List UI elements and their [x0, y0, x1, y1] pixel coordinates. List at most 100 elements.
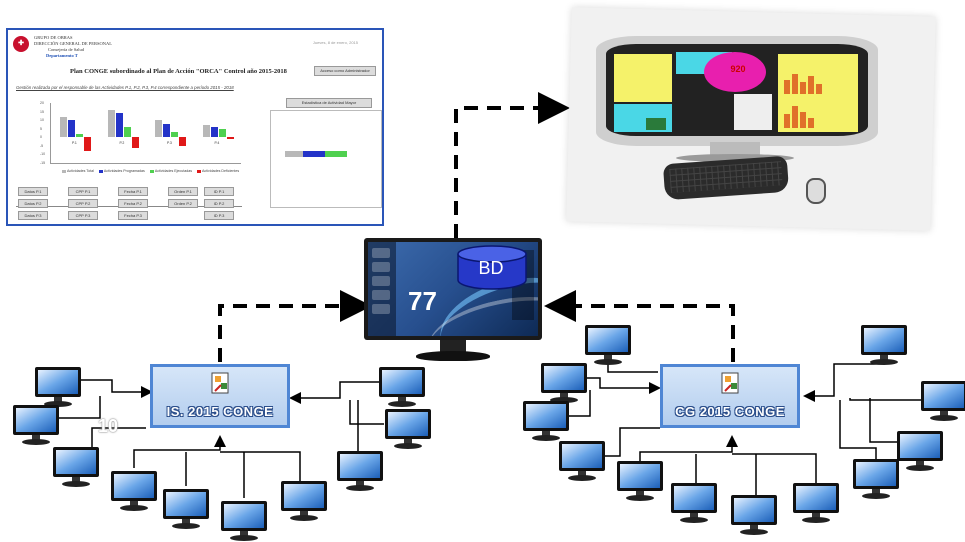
report-date: Jueves, 8 de enero, 2015	[312, 40, 358, 45]
desktop-computer-icon	[731, 495, 777, 535]
report-action-button[interactable]: CPP P.2	[68, 199, 98, 208]
application-icon	[211, 372, 229, 394]
desktop-computer-icon	[921, 381, 965, 421]
y-tick-label: 10	[40, 118, 44, 123]
org-line-3: Consejería de Salud	[48, 47, 84, 52]
database-icon	[457, 245, 527, 290]
chart-bar	[107, 109, 115, 138]
dashed-link-left-to-server	[218, 290, 372, 362]
chart-bar	[84, 137, 91, 151]
report-action-button[interactable]: ID P.1	[204, 187, 234, 196]
report-action-button[interactable]: CPP P.3	[68, 211, 98, 220]
organization-logo: ✚	[13, 36, 29, 52]
legend-ejecutadas: Actividades Ejecutadas	[154, 169, 193, 173]
y-tick-label: 5	[40, 126, 42, 131]
dashboard-screen	[606, 44, 868, 136]
y-tick-label: -5	[40, 143, 44, 148]
report-action-button[interactable]: CPP P.1	[68, 187, 98, 196]
application-icon	[721, 372, 739, 394]
client-label-right: CG 2015 CONGE	[675, 404, 785, 419]
report-action-button[interactable]: ID P.3	[204, 211, 234, 220]
desktop-computer-icon	[671, 483, 717, 523]
server-number: 77	[408, 286, 437, 316]
report-screenshot: ✚ GRUPO DE OBRAS DIRECCIÓN GENERAL DE PE…	[6, 28, 384, 226]
desktop-computer-icon	[559, 441, 605, 481]
dash-gauge	[704, 52, 766, 92]
dashed-link-right-to-server	[544, 290, 735, 362]
report-action-button[interactable]: Datos P.2	[18, 199, 48, 208]
chart-bar	[115, 113, 123, 138]
y-tick-label: 15	[40, 109, 44, 114]
database-label: BD	[478, 258, 504, 278]
chart-legend: Actividades Total Actividades Programada…	[58, 169, 239, 173]
client-label-left: IS. 2015 CONGE	[166, 404, 274, 419]
desktop-computer-icon	[163, 489, 209, 529]
dash-table	[734, 94, 772, 130]
activity-stats-button[interactable]: Estadística de Actividad Mayor	[286, 98, 372, 108]
desktop-computer-icon	[793, 483, 839, 523]
chart-bar	[68, 120, 75, 138]
desktop-computer-icon	[853, 459, 899, 499]
desktop-computer-icon	[379, 367, 425, 407]
desktop-computer-icon	[585, 325, 631, 365]
y-tick-label: -15	[40, 161, 46, 165]
report-action-button[interactable]: Fecha P.3	[118, 211, 148, 220]
report-action-button[interactable]: Datos P.1	[18, 187, 48, 196]
chart-bar	[123, 127, 131, 138]
client-box-right: CG 2015 CONGE	[660, 364, 800, 428]
chart-bar	[163, 123, 170, 138]
desktop-computer-icon	[13, 405, 59, 445]
admin-access-button[interactable]: Acceso como Administrador	[314, 66, 376, 76]
report-action-button[interactable]: Fecha P.1	[118, 187, 148, 196]
chart-bar	[76, 133, 83, 138]
summary-bar	[285, 151, 347, 157]
x-tick-label: P.4	[214, 141, 220, 146]
desktop-computer-icon	[385, 409, 431, 449]
desktop-computer-icon	[861, 325, 907, 365]
chart-bar	[202, 125, 210, 138]
report-action-button[interactable]: ID P.2	[204, 199, 234, 208]
org-line-2: DIRECCIÓN GENERAL DE PERSONAL	[34, 41, 112, 46]
overlay-number: 10	[98, 416, 119, 436]
report-subtitle: Gestión realizada por el responsable de …	[16, 85, 234, 90]
chart-bar	[131, 137, 139, 148]
desktop-computer-icon	[617, 461, 663, 501]
chart-bar	[179, 137, 186, 146]
server-sidebar	[368, 242, 396, 336]
legend-total: Actividades Total	[67, 169, 94, 173]
department-link[interactable]: Departamento T	[46, 53, 78, 58]
dash-mini-chart	[646, 118, 666, 130]
y-tick-label: -10	[40, 152, 46, 157]
chart-bar	[60, 116, 67, 138]
desktop-computer-icon	[35, 367, 81, 407]
y-tick-label: 20	[40, 101, 44, 105]
report-action-button[interactable]: Fecha P.2	[118, 199, 148, 208]
desktop-computer-icon	[111, 471, 157, 511]
desktop-computer-icon	[541, 363, 587, 403]
dash-panel-right	[778, 54, 858, 132]
chart-bar	[210, 127, 218, 138]
x-tick-label: P.1	[72, 141, 77, 146]
org-line-1: GRUPO DE OBRAS	[34, 35, 73, 40]
desktop-computer-icon	[897, 431, 943, 471]
legend-deficientes: Actividades Deficientes	[202, 169, 240, 173]
dash-panel-yellow	[614, 54, 672, 102]
mouse	[806, 178, 826, 204]
monitor-stand	[710, 142, 760, 156]
x-tick-label: P.3	[167, 141, 172, 146]
x-tick-label: P.2	[119, 141, 125, 146]
monitor-base	[676, 154, 794, 162]
report-action-button[interactable]: Datos P.3	[18, 211, 48, 220]
report-title: Plan CONGE subordinado al Plan de Acción…	[70, 68, 287, 75]
chart-bar	[226, 137, 234, 139]
report-action-button[interactable]: Orden P.1	[168, 187, 198, 196]
chart-bar	[218, 128, 226, 138]
report-action-button[interactable]: Orden P.2	[168, 199, 198, 208]
desktop-computer-icon	[337, 451, 383, 491]
y-tick-label: 0	[40, 135, 42, 140]
server-stand	[440, 340, 466, 352]
organization-header: GRUPO DE OBRAS DIRECCIÓN GENERAL DE PERS…	[34, 35, 112, 59]
client-box-left: IS. 2015 CONGE	[150, 364, 290, 428]
chart-bar	[155, 120, 162, 138]
